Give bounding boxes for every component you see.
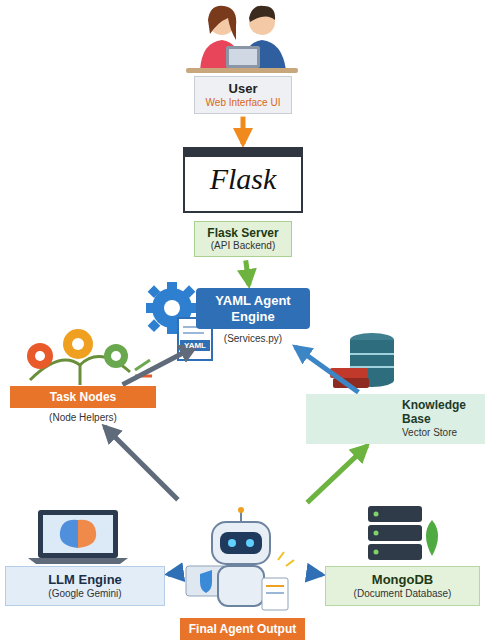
flow-arrow <box>246 260 249 285</box>
node-subtitle: (API Backend) <box>199 240 287 252</box>
node-subtitle: (Google Gemini) <box>10 588 160 600</box>
flow-arrow <box>122 347 195 385</box>
node-subtitle: Vector Store <box>402 427 481 439</box>
task-box: Task Nodes (Node Helpers) <box>10 386 156 424</box>
flow-arrow <box>295 347 358 392</box>
flask-logo-box: Flask <box>183 147 303 213</box>
llm-laptop-icon <box>28 510 128 564</box>
robot-illustration <box>186 507 294 610</box>
flow-arrow <box>104 427 177 500</box>
node-title: MongoDB <box>330 572 475 588</box>
flow-arrow <box>308 573 322 575</box>
llm-box: LLM Engine(Google Gemini) <box>5 566 165 606</box>
knowledge-box: Knowledge BaseVector Store <box>306 394 485 444</box>
user-box: UserWeb Interface UI <box>194 76 292 114</box>
icon-label: YAML <box>180 341 210 351</box>
node-title: Task Nodes <box>10 386 156 408</box>
node-title: Flask Server <box>199 226 287 240</box>
node-title: Flask <box>189 161 297 197</box>
browser-bar <box>185 149 301 157</box>
mongodb-box: MongoDB(Document Database) <box>325 566 480 606</box>
flow-arrow <box>241 117 246 144</box>
output-box: Final Agent Output <box>180 488 305 640</box>
flow-arrow <box>168 573 177 574</box>
node-title: YAML Agent Engine <box>196 288 310 329</box>
mongodb-server-icon <box>368 506 438 560</box>
node-subtitle: (Services.py) <box>196 333 310 345</box>
node-title: Knowledge Base <box>402 398 481 427</box>
node-subtitle: Web Interface UI <box>199 97 287 109</box>
node-title: Final Agent Output <box>180 618 305 640</box>
node-title: LLM Engine <box>10 572 160 588</box>
node-title: User <box>199 81 287 97</box>
flow-arrow <box>307 446 367 503</box>
node-subtitle: (Node Helpers) <box>10 412 156 424</box>
server-box: Flask Server(API Backend) <box>194 221 292 257</box>
users-illustration <box>186 6 298 73</box>
node-subtitle: (Document Database) <box>330 588 475 600</box>
engine-box: YAML Agent Engine (Services.py) <box>196 288 310 345</box>
